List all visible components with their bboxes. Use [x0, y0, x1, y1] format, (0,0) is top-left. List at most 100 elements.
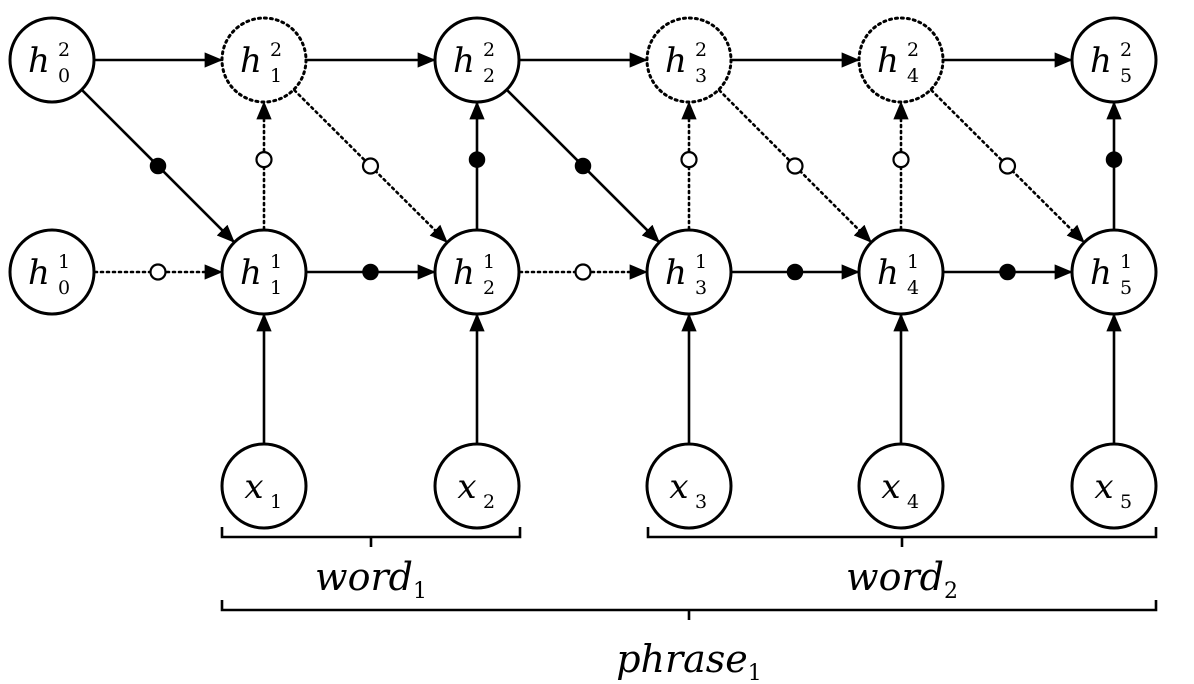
- node-subscript: 5: [1120, 277, 1132, 299]
- node-circle: [220, 228, 308, 316]
- node-circle: [433, 228, 521, 316]
- node-base-label: x: [457, 467, 476, 507]
- node-circle: [645, 228, 733, 316]
- node-base-label: h: [28, 253, 50, 293]
- node-superscript: 1: [695, 251, 707, 273]
- node-circle: [1070, 16, 1158, 104]
- node-circle: [433, 16, 521, 104]
- node-circle: [857, 442, 945, 530]
- node-circle: [857, 228, 945, 316]
- node-subscript: 0: [58, 65, 70, 87]
- node-circle: [8, 16, 96, 104]
- group-label-base: word: [315, 555, 413, 599]
- group-word1: word1: [220, 527, 522, 604]
- node-superscript: 2: [58, 39, 70, 61]
- node-base-label: h: [665, 253, 687, 293]
- node-base-label: h: [28, 41, 50, 81]
- node-circle: [220, 16, 308, 104]
- node-base-label: x: [1094, 467, 1113, 507]
- node-subscript: 4: [907, 277, 919, 299]
- node-base-label: x: [244, 467, 263, 507]
- group-phrase1: phrase1: [220, 600, 1158, 684]
- node-subscript: 2: [483, 277, 495, 299]
- node-circle: [645, 16, 733, 104]
- open-gate-dot: [361, 157, 380, 175]
- group-label: phrase1: [616, 637, 762, 684]
- node-superscript: 2: [270, 39, 282, 61]
- node-superscript: 1: [270, 251, 282, 273]
- filled-gate-dot: [149, 157, 167, 175]
- open-gate-dot: [892, 151, 910, 169]
- group-brace: [220, 600, 1158, 620]
- node-base-label: h: [877, 253, 899, 293]
- node-circle: [433, 442, 521, 530]
- node-superscript: 2: [695, 39, 707, 61]
- node-subscript: 1: [270, 491, 282, 513]
- filled-gate-dot: [574, 157, 592, 175]
- node-superscript: 2: [483, 39, 495, 61]
- node-subscript: 5: [1120, 65, 1132, 87]
- node-subscript: 1: [270, 65, 282, 87]
- group-brace: [646, 527, 1158, 547]
- node-base-label: x: [881, 467, 900, 507]
- node-subscript: 1: [270, 277, 282, 299]
- node-superscript: 2: [1120, 39, 1132, 61]
- group-label: word1: [315, 555, 427, 604]
- node-subscript: 2: [483, 65, 495, 87]
- node-base-label: h: [1090, 253, 1112, 293]
- filled-gate-dot: [362, 263, 379, 281]
- node-base-label: h: [453, 253, 475, 293]
- node-base-label: h: [240, 253, 262, 293]
- node-circle: [8, 228, 96, 316]
- node-base-label: x: [669, 467, 688, 507]
- open-gate-dot: [574, 263, 592, 281]
- group-label-subscript: 2: [944, 579, 958, 604]
- node-subscript: 3: [695, 491, 707, 513]
- node-circle: [645, 442, 733, 530]
- filled-gate-dot: [468, 151, 486, 168]
- node-subscript: 2: [483, 491, 495, 513]
- node-subscript: 4: [907, 65, 919, 87]
- group-label-subscript: 1: [413, 579, 427, 604]
- group-label: word2: [846, 555, 958, 604]
- group-label-base: word: [846, 555, 944, 599]
- node-circle: [220, 442, 308, 530]
- node-base-label: h: [240, 41, 262, 81]
- node-circle: [1070, 228, 1158, 316]
- node-superscript: 2: [907, 39, 919, 61]
- group-label-subscript: 1: [748, 661, 762, 684]
- node-subscript: 0: [58, 277, 70, 299]
- open-gate-dot: [680, 151, 698, 169]
- node-base-label: h: [665, 41, 687, 81]
- open-gate-dot: [998, 157, 1017, 175]
- filled-gate-dot: [999, 263, 1016, 281]
- node-superscript: 1: [483, 251, 495, 273]
- node-superscript: 1: [907, 251, 919, 273]
- node-subscript: 3: [695, 277, 707, 299]
- group-word2: word2: [646, 527, 1158, 604]
- node-base-label: h: [453, 41, 475, 81]
- node-superscript: 1: [58, 251, 70, 273]
- group-label-base: phrase: [616, 637, 748, 681]
- node-subscript: 4: [907, 491, 919, 513]
- group-brace: [220, 527, 522, 547]
- filled-gate-dot: [786, 263, 804, 281]
